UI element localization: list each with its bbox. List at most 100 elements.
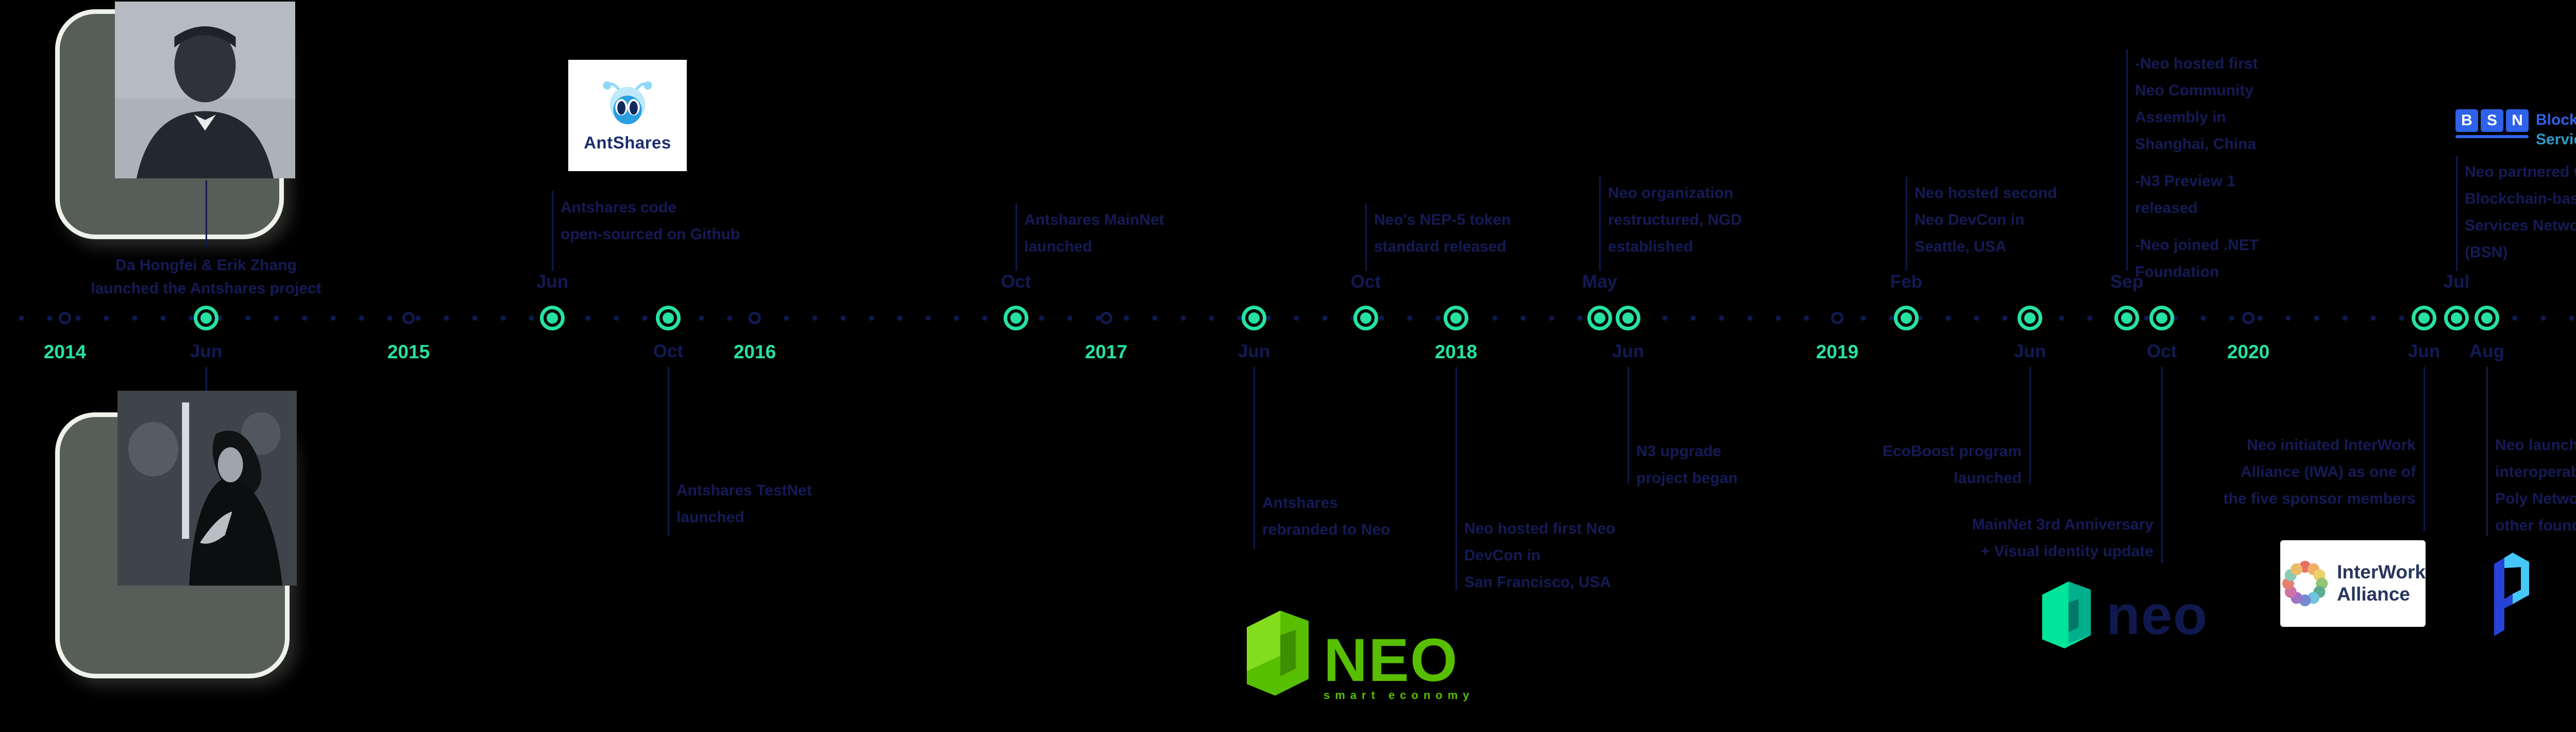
month-label: Jun <box>2408 341 2441 361</box>
year-label: 2016 <box>733 341 776 362</box>
connector-line <box>1455 367 1457 590</box>
bsn-wordmark: Blockchain-based Service Network <box>2536 111 2576 148</box>
event-marker-antshares-mainnet <box>1004 306 1028 330</box>
event-marker-rebrand-to-neo <box>1242 306 1266 330</box>
antshares-wordmark: AntShares <box>584 133 671 152</box>
connector-line <box>2126 49 2128 271</box>
event-text-line: project began <box>1636 470 1738 487</box>
connector-line <box>2486 367 2488 536</box>
event-marker-community-assembly <box>2114 306 2139 330</box>
bsn-squares: B S N <box>2455 109 2529 138</box>
event-text-line: Poly Network together with <box>2495 490 2576 507</box>
event-text-line: MainNet 3rd Anniversary <box>1972 516 2154 533</box>
event-text-line: standard released <box>1374 238 1506 255</box>
neo-old-wordmark-block: NEO smart economy <box>1324 626 1475 702</box>
month-label: Oct <box>653 341 684 361</box>
event-marker-core <box>2451 312 2462 324</box>
year-marker <box>1100 312 1112 324</box>
connector-line <box>1905 177 1907 271</box>
month-label: Sep <box>2110 272 2144 292</box>
neo-tagline: smart economy <box>1324 689 1475 702</box>
event-text-line: Foundation <box>2135 263 2219 280</box>
event-text-line: launched <box>1954 470 2022 487</box>
year-label: 2017 <box>1084 341 1128 362</box>
interwork-ring-icon <box>2282 560 2328 607</box>
timeline-baseline <box>7 314 2576 322</box>
month-label: Jun <box>2013 341 2046 361</box>
year-label: 2020 <box>2227 341 2270 362</box>
event-text-line: Blockchain-based <box>2465 190 2576 207</box>
event-text-line: Neo Community <box>2135 82 2254 99</box>
poly-p-icon <box>2494 553 2529 636</box>
bsn-logo: B S N Blockchain-based Service Network <box>2455 109 2576 149</box>
portrait-silhouette <box>115 2 295 178</box>
bsn-letter-n: N <box>2506 109 2529 132</box>
founder-photo-top <box>115 2 295 178</box>
month-label: Jun <box>190 341 223 361</box>
event-marker-core <box>1450 312 1462 324</box>
event-text-line: Neo initiated InterWork <box>2247 437 2416 454</box>
event-text-line: Neo organization <box>1608 185 1734 202</box>
event-text-line: + Visual identity update <box>1980 543 2154 560</box>
event-marker-antshares-founded <box>194 306 218 330</box>
event-marker-core <box>2024 312 2036 324</box>
event-marker-mainnet-3rd-anniversary <box>2149 306 2174 330</box>
antshares-ant-icon <box>603 81 652 124</box>
event-text-line: Shanghai, China <box>2135 136 2257 153</box>
connector-line <box>205 180 207 247</box>
interwork-alliance-logo: InterWork Alliance <box>2280 540 2426 627</box>
year-marker <box>1831 312 1843 324</box>
event-text-line: -N3 Preview 1 <box>2135 173 2236 190</box>
neo-wordmark: NEO <box>1324 626 1459 695</box>
event-text-line: Alliance (IWA) as one of <box>2240 463 2416 480</box>
event-text-line: Neo partnered with <box>2465 163 2576 180</box>
event-text-line: Antshares TestNet <box>676 482 812 499</box>
event-marker-core <box>1594 312 1605 324</box>
connector-line <box>1599 177 1601 271</box>
month-label: Oct <box>2146 341 2177 361</box>
neo-cube-icon <box>1247 610 1309 696</box>
event-marker-antshares-testnet <box>656 306 681 330</box>
event-text-line: Assembly in <box>2135 109 2226 126</box>
connector-line <box>1365 204 1367 271</box>
event-text-line: the five sponsor members <box>2223 490 2416 507</box>
event-text-line: restructured, NGD <box>1608 211 1742 228</box>
connector-line <box>551 191 553 271</box>
neo-new-cube-icon <box>2042 581 2091 648</box>
event-marker-core <box>663 312 674 324</box>
connector-line <box>2029 367 2031 484</box>
year-label: 2015 <box>387 341 430 362</box>
neo-smart-economy-logo: NEO smart economy <box>1239 604 1475 702</box>
event-text-line: Da Hongfei & Erik Zhang <box>115 257 297 274</box>
event-marker-poly-network <box>2475 306 2499 330</box>
event-text-line: DevCon in <box>1464 547 1541 564</box>
year-label: 2014 <box>43 341 87 362</box>
event-text-line: launched <box>676 509 744 526</box>
month-label: Oct <box>1001 272 1031 292</box>
year-label: 2019 <box>1816 341 1859 362</box>
hooded-figure-silhouette <box>117 391 297 586</box>
event-marker-core <box>1010 312 1022 324</box>
month-label: Jul <box>2443 272 2470 292</box>
connector-line <box>2161 367 2163 563</box>
event-marker-n3-upgrade-began <box>1616 306 1640 330</box>
event-text-line: Services Network <box>2465 217 2576 234</box>
bsn-letter-s: S <box>2481 109 2503 132</box>
event-marker-ngd-established <box>1587 306 1612 330</box>
bsn-letter-b: B <box>2455 109 2478 132</box>
event-marker-core <box>1622 312 1634 324</box>
year-label: 2018 <box>1434 341 1478 362</box>
event-text-line: Neo DevCon in <box>1914 211 2025 228</box>
event-marker-core <box>547 312 558 324</box>
event-text-bsn-partnership: Neo partnered withBlockchain-basedServic… <box>2465 159 2576 266</box>
connector-line <box>1627 367 1629 484</box>
